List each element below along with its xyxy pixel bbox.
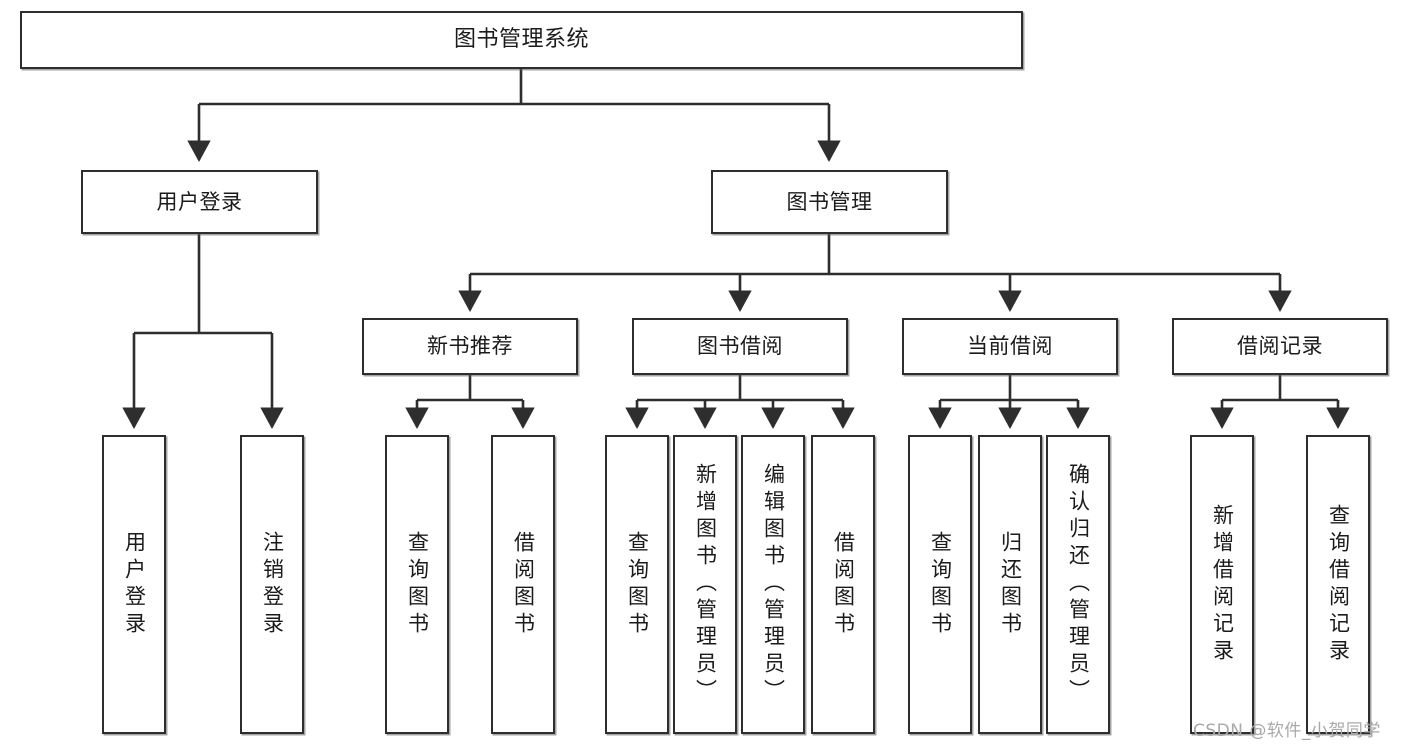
node-label: 查询图书 [405, 530, 430, 639]
watermark-text: CSDN @软件_小贺同学 [1193, 721, 1381, 741]
node-label: 编辑图书（管理员） [761, 463, 786, 706]
leaf-query-book-borrow[interactable]: 查询图书 [605, 435, 669, 734]
leaf-borrow-book-recommend[interactable]: 借阅图书 [491, 435, 555, 734]
node-user-login[interactable]: 用户登录 [81, 170, 318, 234]
node-label: 归还图书 [998, 530, 1023, 639]
leaf-query-book-recommend[interactable]: 查询图书 [385, 435, 449, 734]
node-current-borrow[interactable]: 当前借阅 [902, 318, 1118, 375]
node-label: 用户登录 [122, 530, 147, 639]
leaf-user-login[interactable]: 用户登录 [102, 435, 166, 734]
node-label: 查询图书 [928, 530, 953, 639]
node-root-system[interactable]: 图书管理系统 [20, 11, 1023, 69]
node-label: 当前借阅 [967, 334, 1053, 359]
leaf-add-book[interactable]: 新增图书（管理员） [673, 435, 737, 734]
node-label: 注销登录 [260, 530, 285, 639]
node-label: 查询借阅记录 [1326, 503, 1351, 666]
node-label: 图书管理 [786, 189, 873, 214]
node-label: 新书推荐 [427, 334, 513, 359]
leaf-edit-book[interactable]: 编辑图书（管理员） [741, 435, 805, 734]
node-label: 查询图书 [625, 530, 650, 639]
leaf-query-borrow-record[interactable]: 查询借阅记录 [1306, 435, 1370, 734]
node-label: 图书借阅 [697, 334, 783, 359]
node-label: 图书管理系统 [453, 26, 589, 52]
leaf-borrow-book[interactable]: 借阅图书 [811, 435, 875, 734]
node-label: 用户登录 [156, 189, 243, 214]
node-book-management[interactable]: 图书管理 [711, 170, 948, 234]
leaf-logout-login[interactable]: 注销登录 [240, 435, 304, 734]
node-label: 新增图书（管理员） [693, 463, 718, 706]
node-new-book-recommend[interactable]: 新书推荐 [362, 318, 578, 375]
leaf-return-book[interactable]: 归还图书 [978, 435, 1042, 734]
node-label: 借阅图书 [831, 530, 856, 639]
node-book-borrow[interactable]: 图书借阅 [632, 318, 848, 375]
node-label: 借阅图书 [511, 530, 536, 639]
node-label: 新增借阅记录 [1210, 503, 1235, 666]
leaf-add-borrow-record[interactable]: 新增借阅记录 [1190, 435, 1254, 734]
node-borrow-record[interactable]: 借阅记录 [1172, 318, 1388, 375]
leaf-query-book-current[interactable]: 查询图书 [908, 435, 972, 734]
node-label: 借阅记录 [1237, 334, 1323, 359]
leaf-confirm-return[interactable]: 确认归还（管理员） [1046, 435, 1110, 734]
node-label: 确认归还（管理员） [1066, 463, 1091, 706]
